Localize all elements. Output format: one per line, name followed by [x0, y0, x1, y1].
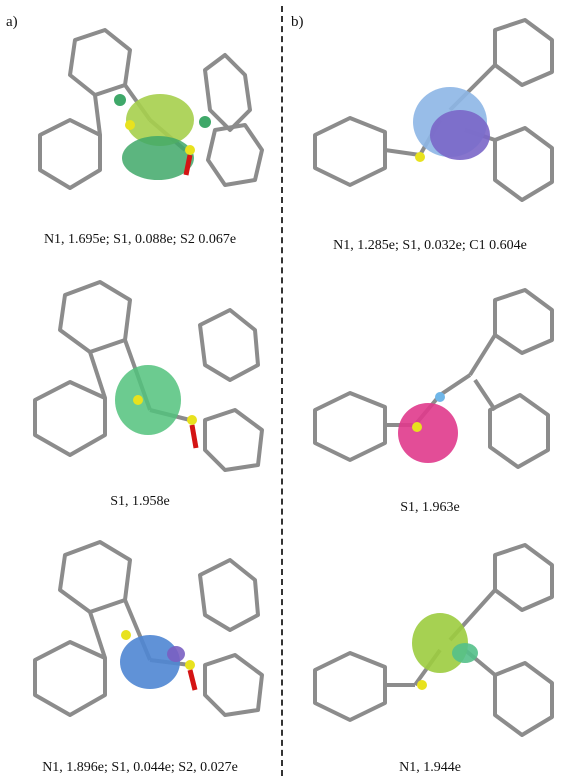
molecule-a1: [38, 28, 264, 190]
sulfur-atom: [125, 120, 135, 130]
structure-b1: [290, 10, 570, 225]
orbital-lobe-lower: [122, 136, 194, 180]
orbital-lobe-main: [412, 613, 468, 673]
molecule-b1: [313, 18, 554, 202]
structure-a1: [0, 10, 280, 225]
orbital-lobe-nitrogen: [120, 635, 180, 689]
caption-a2: S1, 1.958e: [110, 494, 170, 509]
orbital-lobe-small: [452, 643, 478, 663]
oxygen-bond: [187, 669, 198, 691]
orbital-lobe-upper: [126, 94, 194, 146]
orbital-lobe-inner: [430, 110, 490, 160]
caption-a3: N1, 1.896e; S1, 0.044e; S2, 0.027e: [42, 760, 238, 775]
orbital-lobe-sulfur: [115, 365, 181, 435]
oxygen-bond: [183, 154, 193, 176]
panel-label-b: b): [291, 14, 304, 30]
molecule-a2: [33, 280, 264, 472]
orbital-lobe-small: [114, 94, 126, 106]
sulfur-atom-s2: [185, 660, 195, 670]
caption-b1: N1, 1.285e; S1, 0.032e; C1 0.604e: [333, 238, 527, 253]
orbital-lobe-small-s2: [199, 116, 211, 128]
orbital-lobe-sulfur: [398, 403, 458, 463]
sulfur-atom: [415, 152, 425, 162]
sulfur-atom-s2: [185, 145, 195, 155]
sulfur-atom: [417, 680, 427, 690]
panel-divider: [281, 6, 283, 776]
sulfur-atom-s2: [187, 415, 197, 425]
caption-b2: S1, 1.963e: [400, 500, 460, 515]
orbital-lobe-small: [167, 646, 185, 662]
structure-a2: [0, 270, 280, 485]
caption-a1: N1, 1.695e; S1, 0.088e; S2 0.067e: [43, 232, 237, 247]
structure-a3: [0, 530, 280, 745]
caption-b3: N1, 1.944e: [399, 760, 461, 775]
molecule-b3: [313, 543, 554, 737]
nitrogen-atom: [435, 392, 445, 402]
oxygen-bond: [189, 424, 199, 449]
sulfur-atom: [133, 395, 143, 405]
molecule-a3: [33, 540, 264, 717]
structure-b3: [290, 535, 570, 750]
sulfur-atom: [412, 422, 422, 432]
structure-b2: [290, 275, 570, 490]
panel-label-a: a): [6, 14, 18, 30]
molecule-b2: [313, 288, 554, 469]
sulfur-atom: [121, 630, 131, 640]
